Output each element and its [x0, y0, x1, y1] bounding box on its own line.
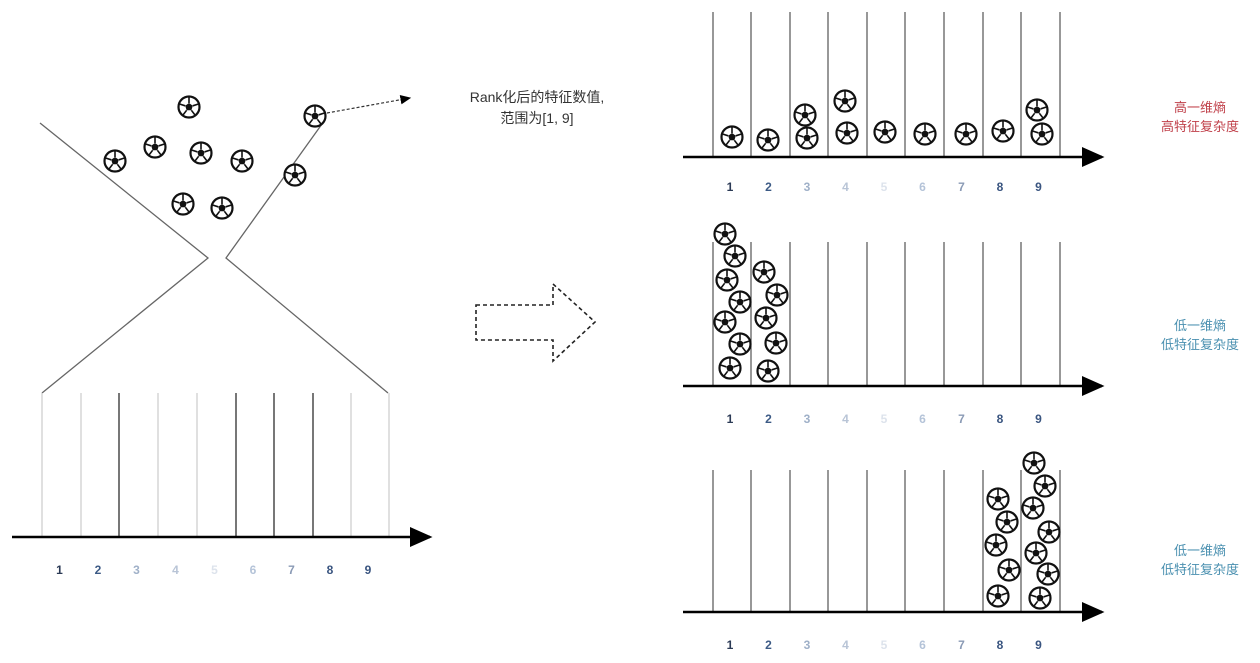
ball-icon — [720, 125, 744, 149]
bin-label: 7 — [958, 412, 965, 426]
ball-icon — [793, 103, 817, 127]
bin-label: 8 — [997, 412, 1004, 426]
bin-label: 2 — [765, 180, 772, 194]
ball-icon — [1022, 451, 1046, 475]
bin-label: 5 — [211, 563, 218, 577]
bin-label: 5 — [881, 638, 888, 652]
bin-label: 9 — [1035, 180, 1042, 194]
ball-icon — [1033, 474, 1057, 498]
bin-label: 5 — [881, 412, 888, 426]
bin-label: 8 — [327, 563, 334, 577]
ball-icon — [715, 268, 739, 292]
bin-label: 3 — [804, 180, 811, 194]
bin-label: 1 — [727, 412, 734, 426]
ball-icon — [795, 126, 819, 150]
ball-icon — [873, 120, 897, 144]
bin-label: 4 — [842, 638, 849, 652]
ball-icon — [723, 244, 747, 268]
ball-icon — [997, 558, 1021, 582]
ball-icon — [1021, 496, 1045, 520]
bin-label: 1 — [56, 563, 63, 577]
bin-label: 8 — [997, 180, 1004, 194]
bin-label: 3 — [133, 563, 140, 577]
ball-icon — [756, 128, 780, 152]
entropy-label: 高一维熵 — [1174, 100, 1226, 116]
bin-label: 7 — [288, 563, 295, 577]
ball-icon — [143, 135, 167, 159]
entropy-label: 低一维熵 — [1174, 543, 1226, 559]
bin-label: 2 — [765, 412, 772, 426]
ball-icon — [210, 196, 234, 220]
bin-label: 1 — [727, 180, 734, 194]
left-bins: 1 2 3 4 5 6 7 8 9 — [12, 393, 433, 577]
bin-label: 6 — [919, 180, 926, 194]
complexity-label: 低特征复杂度 — [1161, 562, 1239, 578]
annotation-line2: 范围为[1, 9] — [500, 110, 573, 126]
ball-icon — [103, 149, 127, 173]
bin-label: 4 — [842, 180, 849, 194]
bin-label: 9 — [1035, 412, 1042, 426]
ball-icon — [1024, 541, 1048, 565]
bin-label: 4 — [842, 412, 849, 426]
ball-icon — [986, 584, 1010, 608]
annotation-line1: Rank化后的特征数值, — [470, 89, 605, 105]
bin-label: 8 — [997, 638, 1004, 652]
ball-icon — [718, 356, 742, 380]
bin-label: 6 — [250, 563, 257, 577]
bin-label: 3 — [804, 412, 811, 426]
ball-icon — [1028, 586, 1052, 610]
complexity-label: 高特征复杂度 — [1161, 119, 1239, 135]
ball-icon — [303, 104, 327, 128]
ball-icon — [954, 122, 978, 146]
bin-label: 5 — [881, 180, 888, 194]
ball-icon — [1036, 562, 1060, 586]
ball-icon — [189, 141, 213, 165]
ball-icon — [986, 487, 1010, 511]
ball-icon — [1025, 98, 1049, 122]
bin-label: 2 — [765, 638, 772, 652]
ball-icon — [764, 331, 788, 355]
ball-icon — [995, 510, 1019, 534]
funnel-balls — [103, 95, 327, 220]
ball-icon — [765, 283, 789, 307]
ball-icon — [1030, 122, 1054, 146]
ball-icon — [913, 122, 937, 146]
bin-label: 4 — [172, 563, 179, 577]
ball-icon — [230, 149, 254, 173]
bin-label: 7 — [958, 180, 965, 194]
ball-icon — [713, 310, 737, 334]
ball-icon — [835, 121, 859, 145]
bin-label: 3 — [804, 638, 811, 652]
ball-icon — [728, 332, 752, 356]
ball-icon — [754, 306, 778, 330]
ball-icon — [756, 359, 780, 383]
bin-label: 9 — [365, 563, 372, 577]
bin-label: 1 — [727, 638, 734, 652]
ball-icon — [752, 260, 776, 284]
bin-label: 6 — [919, 412, 926, 426]
transform-arrow-icon — [475, 282, 597, 363]
bin-label: 6 — [919, 638, 926, 652]
bin-label: 7 — [958, 638, 965, 652]
complexity-label: 低特征复杂度 — [1161, 337, 1239, 353]
ball-icon — [1037, 520, 1061, 544]
ball-icon — [177, 95, 201, 119]
ball-icon — [713, 222, 737, 246]
ball-icon — [833, 89, 857, 113]
bin-label: 9 — [1035, 638, 1042, 652]
funnel — [39, 122, 389, 394]
bin-label: 2 — [95, 563, 102, 577]
ball-icon — [171, 192, 195, 216]
ball-icon — [991, 119, 1015, 143]
ball-icon — [984, 533, 1008, 557]
ball-icon — [283, 163, 307, 187]
entropy-label: 低一维熵 — [1174, 318, 1226, 334]
annotation-arrow — [326, 94, 412, 114]
ball-icon — [728, 290, 752, 314]
